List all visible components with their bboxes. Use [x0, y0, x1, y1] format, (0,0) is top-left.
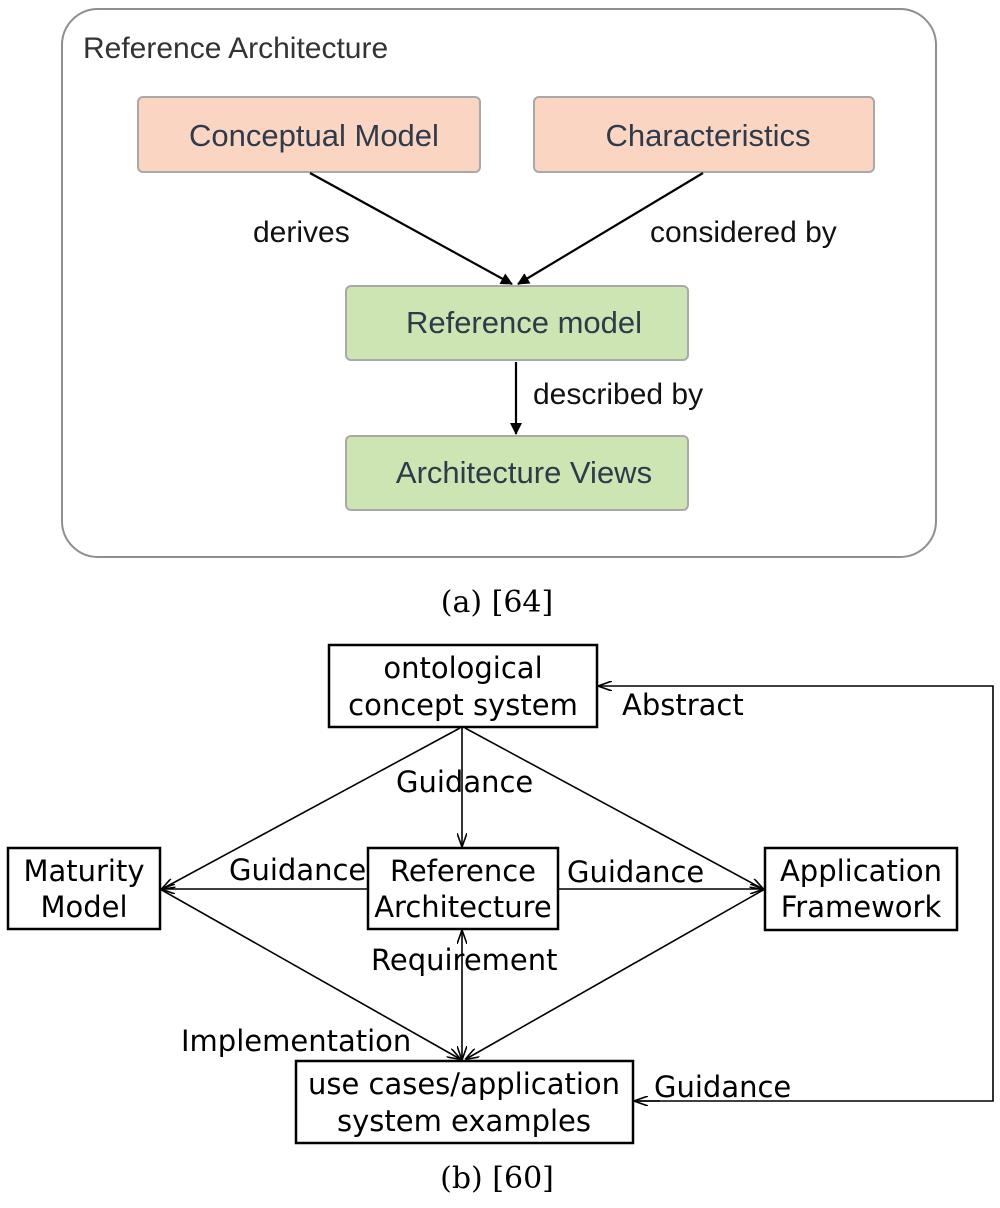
- requirement-label: Requirement: [371, 943, 558, 977]
- guidance-right-label: Guidance: [567, 855, 704, 889]
- guidance-left-label: Guidance: [229, 853, 366, 887]
- considered-by-arrow: [517, 172, 704, 285]
- diagram-b: ontological concept system Maturity Mode…: [6, 643, 994, 1145]
- application-to-usecases-arrow: [466, 888, 766, 1059]
- architecture-views-label: Architecture Views: [396, 455, 652, 490]
- implementation-label: Implementation: [181, 1024, 411, 1058]
- use-cases-node: use cases/application system examples: [294, 1059, 635, 1145]
- maturity-line1: Maturity: [23, 854, 144, 888]
- reference-model-node: Reference model: [345, 285, 689, 361]
- maturity-line2: Model: [40, 890, 127, 924]
- maturity-to-usecases-arrow: [159, 888, 460, 1059]
- guidance-bottom-label: Guidance: [654, 1070, 791, 1104]
- diagram-a: Reference Architecture Conceptual Model …: [61, 8, 937, 558]
- described-by-label: described by: [533, 378, 703, 411]
- usecases-line1: use cases/application: [308, 1067, 620, 1101]
- application-line1: Application: [780, 854, 942, 888]
- ontological-line1: ontological: [383, 651, 542, 685]
- onto-to-application-arrow: [464, 727, 763, 889]
- characteristics-label: Characteristics: [606, 118, 811, 153]
- guidance-top-label: Guidance: [396, 765, 533, 799]
- abstract-label: Abstract: [622, 688, 744, 722]
- application-line2: Framework: [781, 890, 942, 924]
- characteristics-node: Characteristics: [533, 96, 875, 173]
- ontological-line2: concept system: [348, 688, 578, 722]
- caption-b: (b) [60]: [440, 1161, 554, 1196]
- reference-line2: Architecture: [374, 890, 552, 924]
- caption-a: (a) [64]: [441, 585, 553, 620]
- architecture-views-node: Architecture Views: [345, 435, 689, 511]
- reference-line1: Reference: [390, 854, 536, 888]
- derives-label: derives: [253, 216, 350, 249]
- conceptual-model-node: Conceptual Model: [137, 96, 481, 173]
- maturity-model-node: Maturity Model: [6, 846, 162, 931]
- considered-by-label: considered by: [650, 216, 837, 249]
- ontological-concept-system-node: ontological concept system: [327, 643, 599, 729]
- derives-arrow: [309, 172, 513, 285]
- conceptual-model-label: Conceptual Model: [189, 118, 439, 153]
- reference-architecture-node: Reference Architecture: [366, 846, 560, 931]
- abstract-feedback-arrow: [599, 686, 994, 1102]
- usecases-line2: system examples: [337, 1104, 591, 1138]
- container-title: Reference Architecture: [83, 32, 388, 65]
- application-framework-node: Application Framework: [763, 846, 959, 932]
- reference-model-label: Reference model: [406, 305, 642, 340]
- onto-to-maturity-arrow: [162, 727, 461, 889]
